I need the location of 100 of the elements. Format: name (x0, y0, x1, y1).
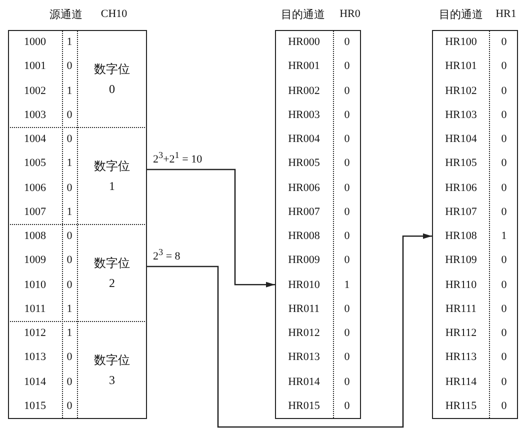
register-address: HR004 (287, 132, 321, 148)
bit-value: 0 (500, 326, 508, 342)
bit-value: 1 (66, 35, 74, 50)
register-address: HR107 (444, 204, 478, 220)
bit-value: 0 (66, 180, 74, 196)
channel-address: 1009 (23, 253, 47, 268)
column-header: 源通道 (48, 8, 84, 22)
bit-value: 0 (500, 350, 508, 366)
register-address: HR002 (287, 84, 321, 99)
channel-address: 1004 (23, 132, 47, 148)
register-address: HR000 (287, 35, 321, 50)
bit-value: 0 (66, 253, 74, 268)
register-address: HR113 (444, 350, 478, 366)
bit-value: 0 (343, 156, 351, 172)
register-address: HR001 (287, 59, 321, 74)
bit-value: 0 (343, 253, 351, 268)
register-address: HR012 (287, 326, 321, 342)
bit-value: 0 (66, 132, 74, 148)
digit-label: 数字位 3 (93, 352, 131, 388)
column-header: 目的通道 (438, 8, 484, 22)
register-address: HR103 (444, 108, 478, 123)
channel-address: 1006 (23, 180, 47, 196)
bit-value: 0 (500, 278, 508, 293)
bit-value: 0 (66, 398, 74, 414)
bit-value: 0 (500, 35, 508, 50)
register-address: HR109 (444, 253, 478, 268)
register-address: HR006 (287, 180, 321, 196)
channel-address: 1012 (23, 326, 47, 342)
bit-value: 0 (66, 350, 74, 366)
bit-value: 0 (343, 350, 351, 366)
bit-value: 0 (343, 59, 351, 74)
register-address: HR011 (287, 302, 321, 317)
register-address: HR008 (287, 229, 321, 244)
bit-value: 1 (500, 229, 508, 244)
bit-value: 0 (343, 302, 351, 317)
column-header: HR1 (494, 7, 518, 22)
bit-value: 0 (66, 229, 74, 244)
register-address: HR110 (444, 278, 478, 293)
channel-address: 1010 (23, 278, 47, 293)
bit-value: 0 (343, 84, 351, 99)
register-address: HR115 (444, 398, 478, 414)
register-address: HR015 (287, 398, 321, 414)
column-header: CH10 (100, 7, 128, 22)
channel-address: 1003 (23, 108, 47, 123)
bit-value: 0 (500, 156, 508, 172)
bit-value: 1 (66, 84, 74, 99)
edge-label: 2$^{3}$ = 8 (153, 246, 180, 262)
bit-value: 0 (500, 204, 508, 220)
bit-value: 0 (500, 84, 508, 99)
channel-address: 1011 (23, 302, 47, 317)
bit-value: 0 (500, 302, 508, 317)
channel-address: 1005 (23, 156, 47, 172)
bit-value: 0 (343, 326, 351, 342)
digit-label: 数字位 0 (93, 60, 131, 98)
register-address: HR105 (444, 156, 478, 172)
register-address: HR007 (287, 204, 321, 220)
digit-label: 数字位 1 (93, 158, 131, 194)
bit-value: 0 (343, 398, 351, 414)
bit-value: 0 (66, 278, 74, 293)
register-address: HR100 (444, 35, 478, 50)
register-address: HR108 (444, 229, 478, 244)
register-address: HR009 (287, 253, 321, 268)
channel-address: 1013 (23, 350, 47, 366)
connector-arrow (147, 168, 275, 288)
register-address: HR102 (444, 84, 478, 99)
channel-address: 1001 (23, 59, 47, 74)
register-address: HR003 (287, 108, 321, 123)
channel-address: 1015 (23, 398, 47, 414)
column-header: HR0 (338, 7, 362, 22)
column-header: 目的通道 (280, 8, 326, 22)
bit-value: 0 (343, 35, 351, 50)
register-address: HR101 (444, 59, 478, 74)
register-address: HR010 (287, 278, 321, 293)
bit-value: 0 (500, 180, 508, 196)
register-address: HR013 (287, 350, 321, 366)
bit-value: 0 (343, 180, 351, 196)
channel-address: 1000 (23, 35, 47, 50)
bit-value: 1 (66, 326, 74, 342)
register-address: HR014 (287, 374, 321, 390)
edge-label: 2$^{3}$+2$^{1}$ = 10 (153, 150, 202, 166)
channel-address: 1014 (23, 374, 47, 390)
register-address: HR106 (444, 180, 478, 196)
bit-value: 0 (343, 204, 351, 220)
bit-value: 0 (500, 108, 508, 123)
channel-address: 1007 (23, 204, 47, 220)
bit-value: 0 (66, 108, 74, 123)
bit-value: 0 (343, 374, 351, 390)
channel-address: 1002 (23, 84, 47, 99)
bit-value: 1 (343, 278, 351, 293)
register-address: HR111 (444, 302, 478, 317)
bit-value: 0 (500, 253, 508, 268)
register-address: HR104 (444, 132, 478, 148)
digit-label: 数字位 2 (93, 254, 131, 292)
bit-value: 1 (66, 302, 74, 317)
bit-value: 0 (500, 59, 508, 74)
connector-arrow (147, 233, 432, 428)
register-address: HR114 (444, 374, 478, 390)
bit-value: 0 (500, 132, 508, 148)
bit-value: 0 (500, 374, 508, 390)
bit-value: 0 (343, 108, 351, 123)
